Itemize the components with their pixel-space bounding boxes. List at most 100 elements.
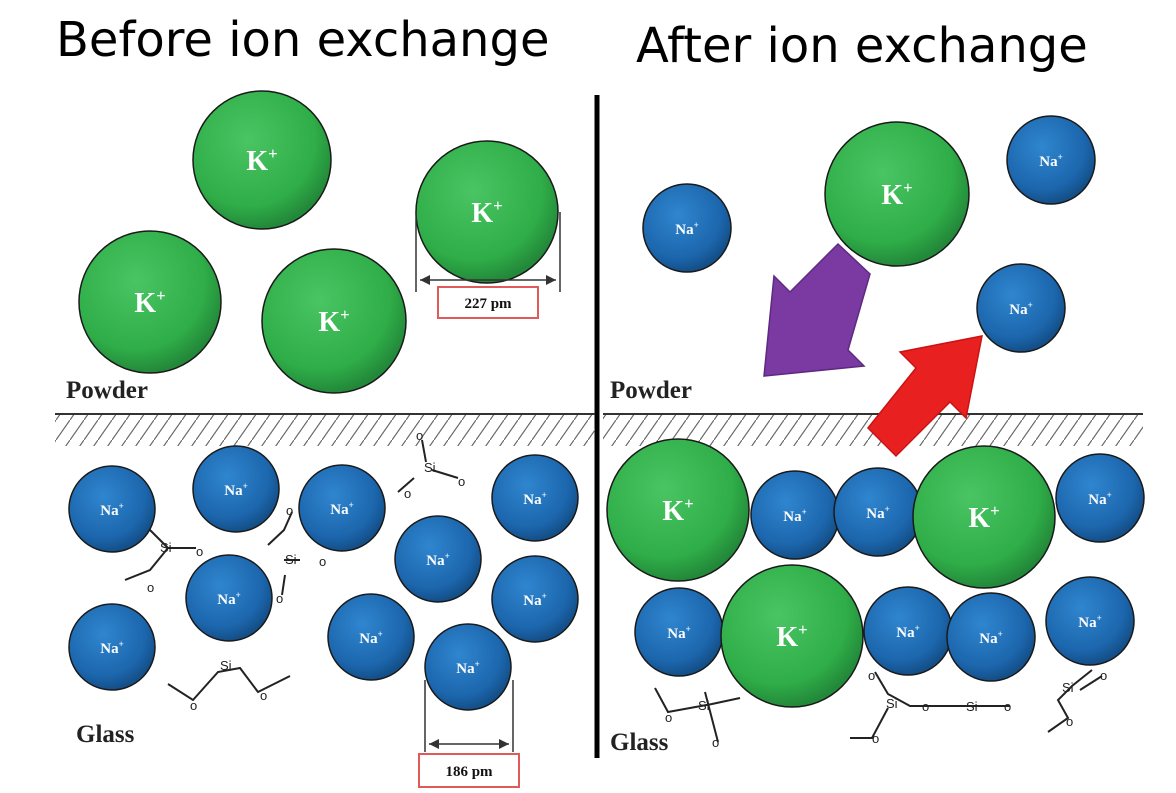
k-ion-circle: [720, 564, 864, 708]
na-ion-after-powder: Na+: [1006, 115, 1096, 205]
svg-text:Si: Si: [966, 699, 978, 714]
na-ion-circle: [491, 454, 579, 542]
k-ion-circle: [192, 90, 332, 230]
na-ion-before-glass: Na+: [394, 515, 482, 603]
svg-text:Si: Si: [886, 696, 898, 711]
na-ion-after-glass: Na+: [634, 587, 724, 677]
svg-text:Si: Si: [1062, 680, 1074, 695]
svg-text:o: o: [286, 503, 293, 518]
k-ion-after-glass: K+: [912, 445, 1056, 589]
na-ion-label: Na+: [866, 504, 889, 522]
svg-text:o: o: [922, 699, 929, 714]
k-ion-circle: [912, 445, 1056, 589]
na-ion-label: Na+: [217, 590, 240, 608]
na-ion-circle: [976, 263, 1066, 353]
surface-hatching-left: [55, 414, 595, 446]
svg-text:o: o: [416, 428, 423, 443]
na-ion-label: Na+: [100, 501, 123, 519]
svg-text:o: o: [147, 580, 154, 595]
k-ion-before-powder: K+: [415, 140, 559, 284]
k-ion-label: K+: [662, 494, 693, 527]
na-ion-label: Na+: [523, 591, 546, 609]
na-ion-label: Na+: [359, 629, 382, 647]
na-ion-circle: [491, 555, 579, 643]
na-ion-circle: [394, 515, 482, 603]
k-ion-label: K+: [318, 305, 349, 338]
svg-text:o: o: [404, 486, 411, 501]
na-ion-before-glass: Na+: [327, 593, 415, 681]
svg-text:o: o: [196, 544, 203, 559]
na-ion-after-glass: Na+: [833, 467, 923, 557]
k-ion-circle: [824, 121, 970, 267]
na-ion-after-glass: Na+: [863, 586, 953, 676]
na-ion-circle: [642, 183, 732, 273]
na-ion-label: Na+: [100, 639, 123, 657]
na-ion-before-glass: Na+: [424, 623, 512, 711]
label-powder-before: Powder: [66, 377, 148, 404]
svg-text:o: o: [1100, 668, 1107, 683]
na-ion-circle: [1045, 576, 1135, 666]
na-ion-before-glass: Na+: [491, 555, 579, 643]
na-ion-label: Na+: [426, 551, 449, 569]
svg-text:o: o: [872, 731, 879, 746]
na-ion-label: Na+: [896, 623, 919, 641]
na-ion-circle: [946, 592, 1036, 682]
na-ion-after-glass: Na+: [1045, 576, 1135, 666]
svg-text:o: o: [260, 688, 267, 703]
k-ion-label: K+: [881, 178, 912, 211]
na-ion-label: Na+: [1009, 300, 1032, 318]
svg-text:Si: Si: [424, 460, 436, 475]
svg-text:o: o: [190, 698, 197, 713]
svg-text:o: o: [1004, 699, 1011, 714]
k-ion-circle: [606, 438, 750, 582]
svg-text:Si: Si: [285, 552, 297, 567]
na-ion-circle: [1006, 115, 1096, 205]
heading-before: Before ion exchange: [56, 12, 549, 68]
na-ion-label: Na+: [330, 500, 353, 518]
na-ion-before-glass: Na+: [192, 445, 280, 533]
na-ion-circle: [192, 445, 280, 533]
k-ion-label: K+: [246, 144, 277, 177]
k-ion-after-powder: K+: [824, 121, 970, 267]
na-ion-label: Na+: [1039, 152, 1062, 170]
k-radius-box: [437, 286, 539, 319]
k-ion-circle: [78, 230, 222, 374]
na-ion-circle: [185, 554, 273, 642]
svg-text:o: o: [665, 710, 672, 725]
svg-text:Si: Si: [698, 698, 710, 713]
heading-after: After ion exchange: [636, 18, 1088, 74]
silicate-network: Si o o Si o o o o Si o o Si o o Si o o o…: [124, 428, 1107, 750]
na-radius-box: [418, 753, 520, 788]
svg-text:Si: Si: [160, 540, 172, 555]
na-ion-after-powder: Na+: [976, 263, 1066, 353]
na-ion-before-glass: Na+: [68, 603, 156, 691]
label-glass-before: Glass: [76, 721, 135, 748]
k-ion-before-powder: K+: [192, 90, 332, 230]
na-ion-circle: [1055, 453, 1145, 543]
na-ion-label: Na+: [456, 659, 479, 677]
arrow-k-into-glass: [763, 242, 871, 377]
k-ion-before-powder: K+: [78, 230, 222, 374]
na-ion-before-glass: Na+: [298, 464, 386, 552]
na-ion-label: Na+: [979, 629, 1002, 647]
na-ion-before-glass: Na+: [491, 454, 579, 542]
k-ion-label: K+: [471, 196, 502, 229]
k-ion-label: K+: [776, 620, 807, 653]
k-ion-circle: [261, 248, 407, 394]
na-radius-measure: 186 pm: [418, 680, 520, 788]
k-ion-label: K+: [968, 501, 999, 534]
na-ion-circle: [68, 603, 156, 691]
na-ion-after-glass: Na+: [1055, 453, 1145, 543]
na-ion-circle: [298, 464, 386, 552]
na-ion-circle: [327, 593, 415, 681]
svg-text:o: o: [1066, 714, 1073, 729]
svg-text:Si: Si: [220, 658, 232, 673]
na-ion-label: Na+: [1078, 613, 1101, 631]
na-ion-before-glass: Na+: [185, 554, 273, 642]
na-ion-label: Na+: [523, 490, 546, 508]
na-radius-label: 186 pm: [445, 764, 493, 780]
na-ion-label: Na+: [1088, 490, 1111, 508]
na-ion-after-powder: Na+: [642, 183, 732, 273]
